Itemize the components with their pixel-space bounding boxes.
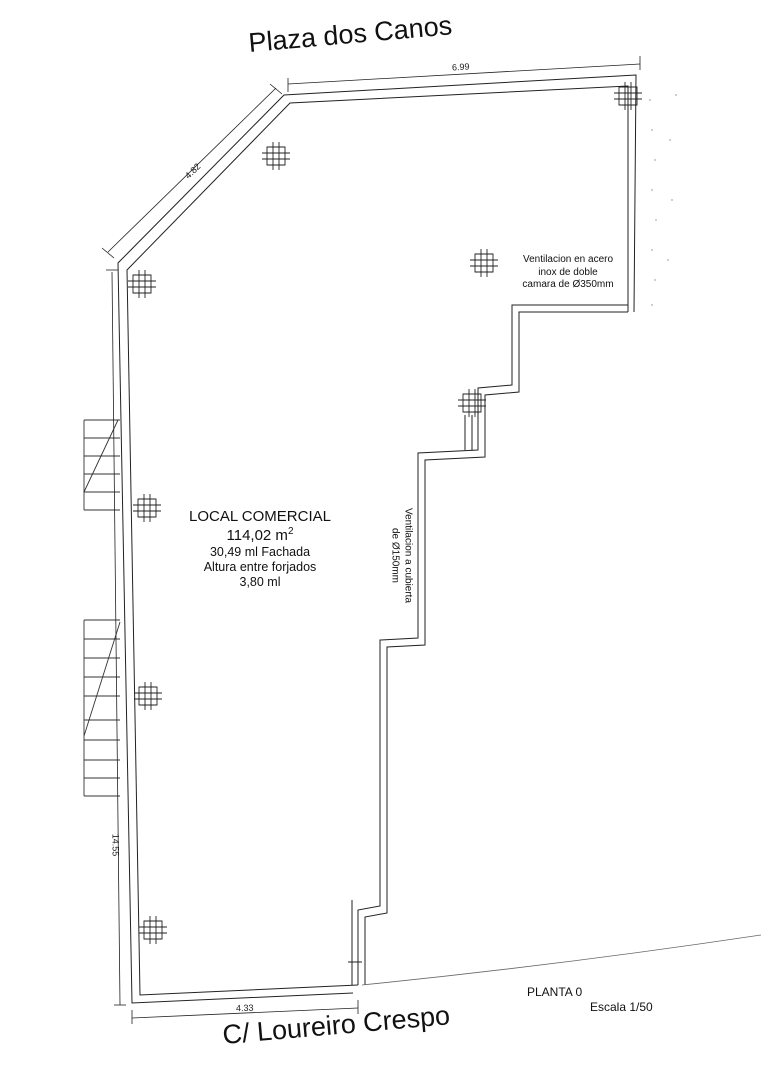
column-symbols <box>128 82 642 944</box>
stepped-wall-inner <box>365 312 628 985</box>
column-symbol <box>614 82 642 110</box>
room-label: LOCAL COMERCIAL 114,02 m2 30,49 ml Facha… <box>160 508 360 590</box>
vent-note-small: Ventilacion a cubierta de Ø150mm <box>389 491 414 621</box>
vent-note-small-line: de Ø150mm <box>390 527 401 584</box>
column-symbol <box>262 142 290 170</box>
vent-note-large-line: camara de Ø350mm <box>522 279 614 290</box>
vent-note-large-line: inox de doble <box>538 266 598 278</box>
room-facade: 30,49 ml Fachada <box>209 545 311 559</box>
column-symbol <box>139 916 167 944</box>
dimension-bottom: 4.33 <box>235 1002 254 1014</box>
column-symbol <box>128 270 156 298</box>
left-stair-hatching <box>84 420 120 796</box>
room-height-label: Altura entre forjados <box>203 560 317 574</box>
column-symbol <box>134 682 162 710</box>
dimension-lines <box>102 56 640 1024</box>
room-area-exponent: 2 <box>287 526 294 537</box>
room-area-value: 114,02 m <box>226 527 288 544</box>
outer-wall <box>118 75 636 1003</box>
neighbour-boundary <box>362 935 761 985</box>
dimension-left: 14.55 <box>110 833 121 857</box>
right-dotted-boundary <box>649 94 677 306</box>
vent-note-large: Ventilacion en acero inox de doble camar… <box>508 254 628 292</box>
column-symbol <box>133 494 161 522</box>
floor-caption: PLANTA 0 <box>527 985 583 999</box>
dimension-top: 6.99 <box>451 61 470 73</box>
room-height-value: 3,80 ml <box>239 575 281 589</box>
scale-caption: Escala 1/50 <box>590 1000 653 1014</box>
room-area: 114,02 m2 <box>160 526 360 545</box>
vent-note-small-line: Ventilacion a cubierta <box>402 507 414 604</box>
vent-note-large-line: Ventilacion en acero <box>522 254 614 265</box>
column-symbol <box>458 389 486 417</box>
room-name: LOCAL COMERCIAL <box>189 508 331 525</box>
column-symbol <box>470 249 498 277</box>
inner-wall <box>127 86 628 995</box>
stepped-wall-outer <box>358 305 628 985</box>
